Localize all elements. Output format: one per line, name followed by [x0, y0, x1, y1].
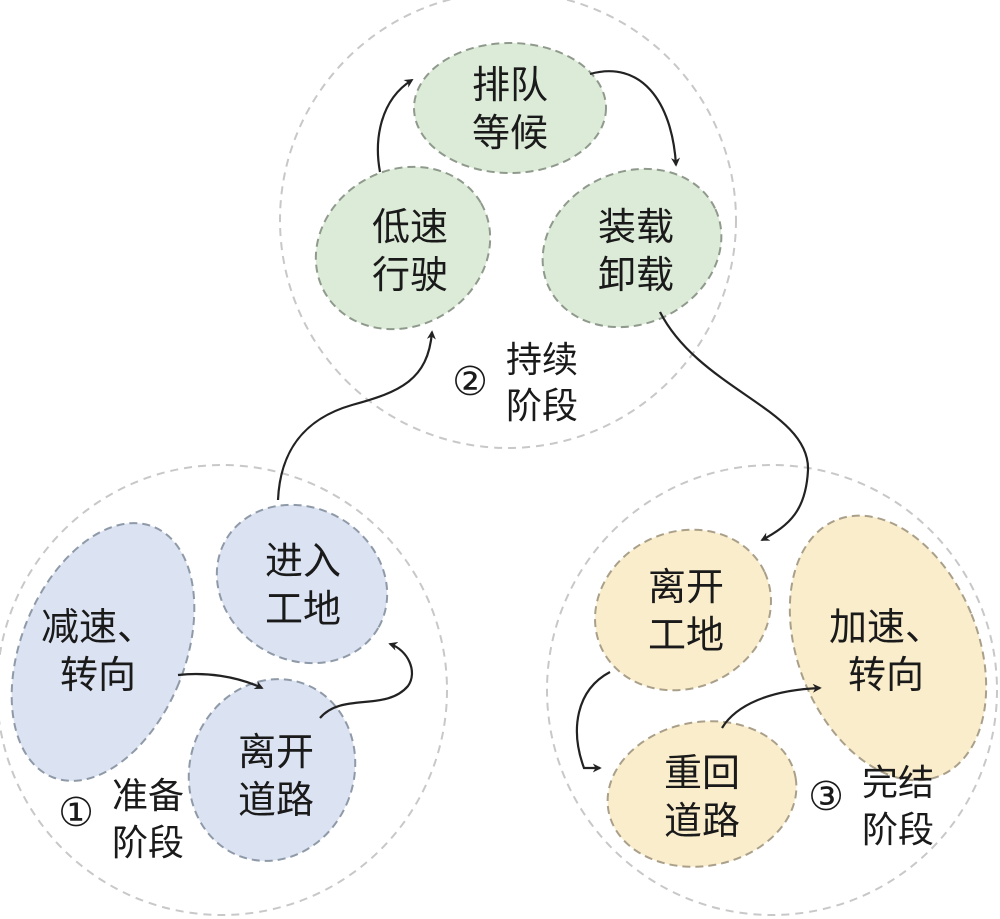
stage3-label-line1: 完结	[862, 763, 934, 804]
node-decel-turn: 减速、 转向	[10, 522, 196, 782]
leave-road-line1: 离开	[238, 730, 314, 774]
stage1-label-line2: 阶段	[112, 823, 184, 864]
stage2-label: ② 持续 阶段	[452, 340, 578, 427]
stage2-label-line2: 阶段	[506, 386, 578, 427]
arrow-leave-site-to-return-road	[575, 671, 611, 773]
arrow-load-to-leave-site	[659, 311, 810, 541]
decel-turn-line1: 减速、	[41, 605, 155, 649]
accel-turn-line1: 加速、	[829, 605, 943, 649]
stage3-label-line2: 阶段	[862, 810, 934, 851]
accel-turn-line2: 转向	[848, 653, 924, 697]
arrow-enter-site-to-low-speed	[276, 330, 436, 501]
load-unload-line1: 装载	[598, 205, 674, 249]
stage2-label-line1: 持续	[506, 340, 578, 381]
node-return-road: 重回 道路	[606, 720, 798, 868]
arrow-leave-road-to-enter-site	[319, 642, 414, 719]
low-speed-line1: 低速	[372, 205, 448, 249]
node-leave-road: 离开 道路	[187, 678, 357, 862]
queue-wait-line1: 排队	[472, 63, 548, 107]
queue-wait-line2: 等候	[472, 111, 548, 155]
stage3-boundary	[546, 464, 998, 916]
stage3-number: ③	[808, 774, 844, 820]
arrow-low-speed-to-queue	[376, 79, 414, 173]
node-leave-site: 离开 工地	[594, 528, 772, 692]
node-load-unload: 装载 卸载	[541, 167, 723, 329]
node-accel-turn: 加速、 转向	[788, 514, 988, 782]
leave-road-line2: 道路	[238, 778, 314, 822]
leave-site-line1: 离开	[648, 565, 724, 609]
stage2-boundary	[279, 0, 737, 449]
arrow-return-road-to-accel	[721, 683, 822, 729]
leave-site-line2: 工地	[648, 613, 724, 657]
return-road-line2: 道路	[664, 799, 740, 843]
stage3-label: ③ 完结 阶段	[808, 763, 934, 851]
load-unload-line2: 卸载	[598, 253, 674, 297]
arrow-queue-to-load	[589, 70, 681, 167]
stage1-number: ①	[58, 790, 94, 836]
node-low-speed: 低速 行驶	[314, 165, 492, 331]
node-enter-site: 进入 工地	[215, 503, 389, 665]
decel-turn-line2: 转向	[60, 653, 136, 697]
stage1-label: ① 准备 阶段	[58, 776, 184, 864]
arrow-decel-to-leave-road	[177, 672, 264, 690]
stage1-label-line1: 准备	[112, 776, 184, 817]
return-road-line1: 重回	[664, 751, 740, 795]
node-queue-wait: 排队 等候	[413, 42, 607, 174]
enter-site-line2: 工地	[265, 587, 341, 631]
stage2-number: ②	[452, 359, 488, 405]
low-speed-line2: 行驶	[372, 253, 448, 297]
enter-site-line1: 进入	[265, 539, 341, 583]
stage1-boundary	[0, 464, 448, 916]
